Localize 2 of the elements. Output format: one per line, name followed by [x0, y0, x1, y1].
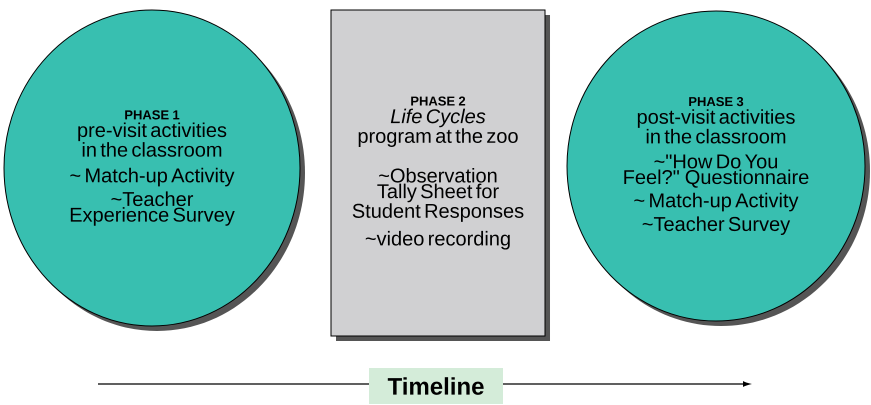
phase-box: PHASE 2 Life Cycles program at the zoo ~Observation Tally Sheet for Student Responses ~video recording	[330, 10, 550, 341]
timeline-label: Timeline	[369, 368, 503, 404]
